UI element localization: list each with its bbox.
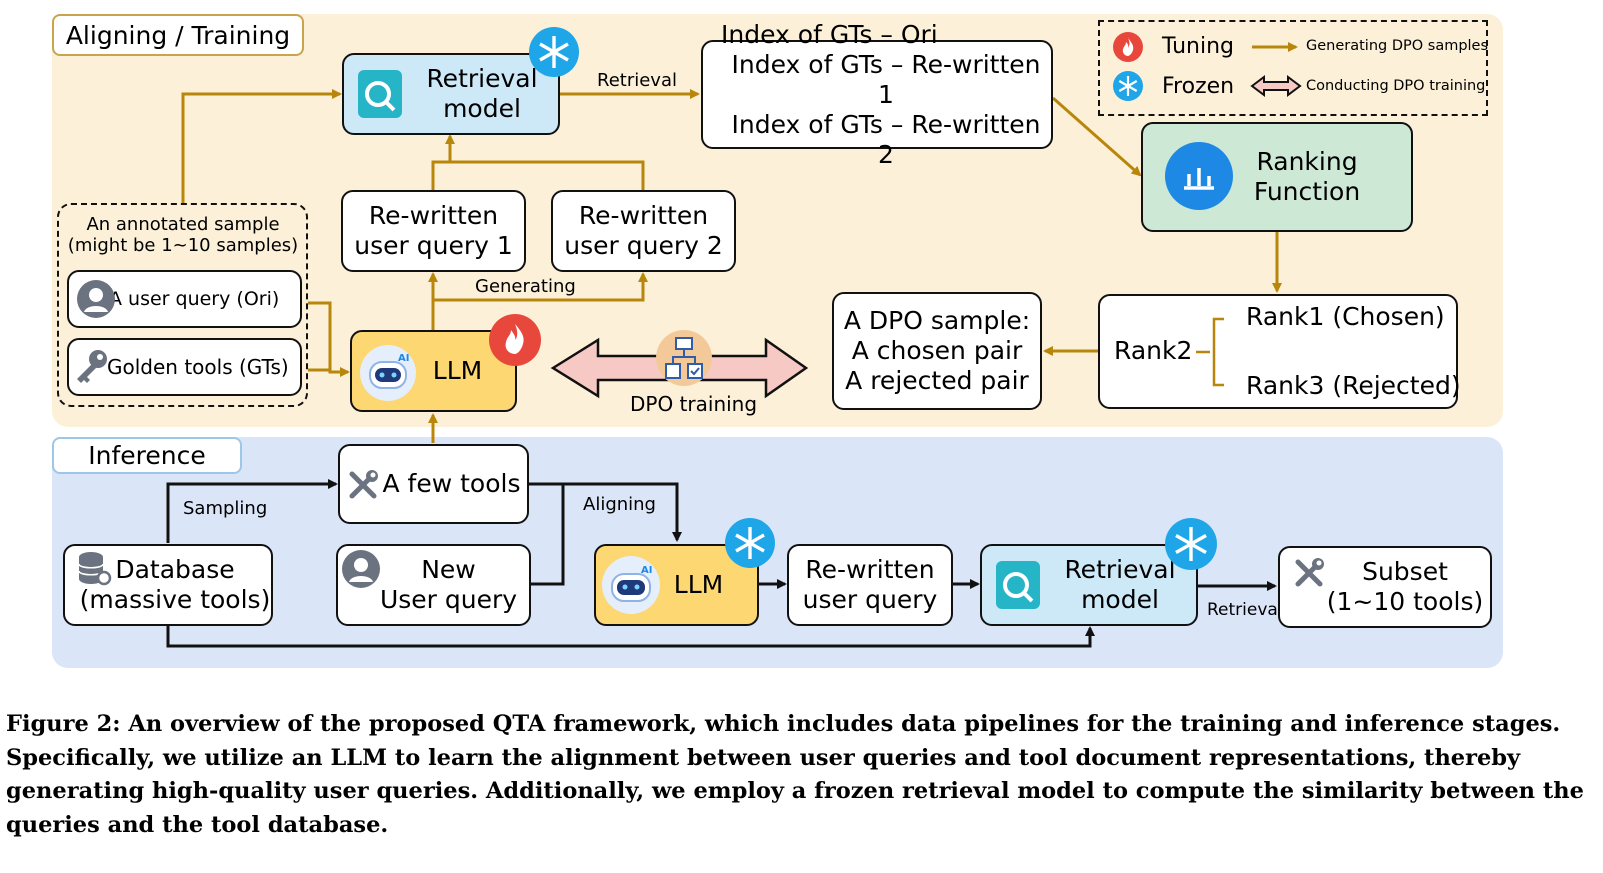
robot-ai-icon: AI xyxy=(360,345,416,401)
rank2-label: Rank2 xyxy=(1114,336,1193,365)
inference-title: Inference xyxy=(52,437,242,474)
tuning-fire-icon xyxy=(489,314,541,366)
training-title: Aligning / Training xyxy=(52,14,304,56)
rewritten-user-query-box: Re-written user query xyxy=(787,544,953,626)
fire-icon xyxy=(1113,32,1143,62)
ranking-function: Ranking Function xyxy=(1141,122,1413,232)
inference-panel xyxy=(52,437,1503,668)
legend-generating: Generating DPO samples xyxy=(1306,38,1489,54)
subset-tools-icon xyxy=(1292,556,1326,590)
svg-text:AI: AI xyxy=(641,565,652,576)
figure-caption: Figure 2: An overview of the proposed QT… xyxy=(6,711,1584,838)
search-doc-icon-inference xyxy=(994,559,1042,611)
user-avatar-icon xyxy=(77,280,115,318)
new-user-avatar-icon xyxy=(342,550,380,588)
frozen-snowflake-icon-llm xyxy=(725,518,775,568)
bar-chart-icon xyxy=(1165,142,1233,210)
frozen-snowflake-icon xyxy=(529,27,579,77)
legend-tuning: Tuning xyxy=(1162,34,1235,59)
index-of-gts-box: Index of GTs – Ori Index of GTs – Re-wri… xyxy=(701,20,1053,169)
index-gts-rewritten-2: Index of GTs – Re-written 2 xyxy=(731,109,1041,169)
legend xyxy=(1098,20,1488,116)
svg-text:AI: AI xyxy=(398,353,409,364)
flowchart-icon xyxy=(656,330,712,386)
key-icon xyxy=(73,348,109,386)
snowflake-icon xyxy=(1113,71,1143,101)
robot-ai-icon-inference: AI xyxy=(602,556,660,614)
aligning-label: Aligning xyxy=(583,494,656,515)
rewritten-query-1: Re-written user query 1 xyxy=(341,190,526,272)
retrieval-model-training: Retrieval model xyxy=(342,53,560,135)
database-icon xyxy=(76,550,112,586)
tools-icon xyxy=(346,468,380,502)
frozen-snowflake-icon-retrieval xyxy=(1165,518,1217,570)
retrieval-label: Retrieval xyxy=(597,70,677,91)
legend-frozen: Frozen xyxy=(1162,74,1235,99)
index-gts-ori: Index of GTs – Ori xyxy=(721,19,938,49)
rank1-label: Rank1 (Chosen) xyxy=(1246,302,1445,331)
retrieval-model-inference: Retrieval model xyxy=(980,544,1198,626)
generating-label: Generating xyxy=(475,276,576,297)
subset-box: Subset (1~10 tools) xyxy=(1278,546,1492,628)
sampling-label: Sampling xyxy=(183,498,268,519)
rewritten-query-2: Re-written user query 2 xyxy=(551,190,736,272)
rank-bracket xyxy=(1196,317,1224,387)
rank-box xyxy=(1098,294,1458,409)
retrieval-label-inference: Retrieval xyxy=(1207,600,1283,620)
dpo-sample-box: A DPO sample: A chosen pair A rejected p… xyxy=(832,292,1042,410)
dpo-training-label: DPO training xyxy=(630,392,758,416)
golden-tools-box: Golden tools (GTs) xyxy=(67,338,302,396)
annotated-sample-title: An annotated sample (might be 1~10 sampl… xyxy=(67,214,299,256)
rank3-label: Rank3 (Rejected) xyxy=(1246,371,1461,400)
search-doc-icon xyxy=(356,68,404,120)
legend-conducting: Conducting DPO training xyxy=(1306,78,1486,94)
few-tools-box: A few tools xyxy=(338,444,529,524)
index-gts-rewritten-1: Index of GTs – Re-written 1 xyxy=(731,49,1041,109)
